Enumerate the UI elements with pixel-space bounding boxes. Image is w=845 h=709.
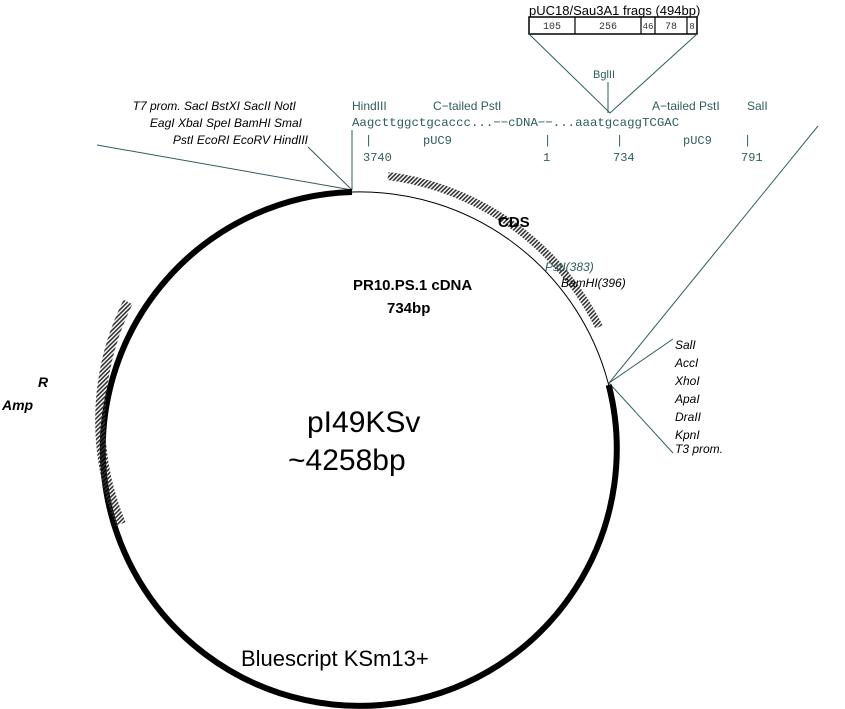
insert-arc bbox=[351, 191, 610, 386]
position-1: 1 bbox=[543, 151, 550, 165]
mcs-right-sali: SalI bbox=[675, 338, 696, 352]
sali-junction-label: SalI bbox=[747, 99, 768, 113]
hindiii-label: HindIII bbox=[352, 99, 387, 113]
mcs-left-line-3: PstI EcoRI EcoRV HindIII bbox=[173, 133, 309, 147]
mcs-right-draii: DraII bbox=[675, 410, 702, 424]
mcs-right-t3-prom: T3 prom. bbox=[675, 442, 723, 456]
plasmid-name: pI49KSv bbox=[307, 406, 420, 439]
insert-name-label: PR10.PS.1 cDNA bbox=[353, 277, 472, 294]
amp-arc bbox=[95, 299, 133, 526]
insert-segment-46: 46 bbox=[643, 22, 654, 32]
c-tailed-psti-label: C−tailed PstI bbox=[433, 99, 501, 113]
mcs-right-leader-2 bbox=[608, 338, 674, 384]
backbone-arc bbox=[99, 189, 620, 709]
backbone-label: Bluescript KSm13+ bbox=[241, 646, 429, 671]
mcs-right-leader-1 bbox=[608, 125, 819, 384]
junction-sequence-text: Aagcttggctgcaccc...−−cDNA−−...aaatgcaggT… bbox=[352, 116, 679, 130]
insert-box-title: pUC18/Sau3A1 frags (494bp) bbox=[529, 3, 700, 18]
mcs-right-xhoi: XhoI bbox=[674, 374, 700, 388]
mcs-right-leader-3 bbox=[608, 382, 674, 454]
mcs-left-line-1: T7 prom. SacI BstXI SacII NotI bbox=[133, 99, 297, 113]
bglii-label: BglII bbox=[593, 69, 615, 81]
insert-expansion-lines bbox=[528, 33, 698, 114]
mcs-left-leader-2 bbox=[307, 146, 353, 191]
position-734: 734 bbox=[613, 151, 635, 165]
plasmid-size: ~4258bp bbox=[288, 444, 406, 477]
amp-label: Amp bbox=[1, 397, 34, 413]
insert-segment-78: 78 bbox=[665, 22, 677, 33]
tick-734: | bbox=[616, 134, 623, 148]
insert-segment-8: 8 bbox=[689, 22, 694, 32]
mcs-left-leader-1 bbox=[96, 144, 353, 191]
insert-segment-105: 105 bbox=[543, 22, 561, 33]
cds-label: CDS bbox=[498, 214, 530, 231]
mcs-right-acci: AccI bbox=[674, 356, 699, 370]
position-791: 791 bbox=[741, 151, 763, 165]
insert-size-label: 734bp bbox=[387, 300, 430, 317]
a-tailed-psti-label: A−tailed PstI bbox=[652, 99, 720, 113]
amp-superscript: R bbox=[38, 374, 49, 390]
psti-383-label: PstI(383) bbox=[545, 260, 594, 274]
tick-791: | bbox=[744, 134, 751, 148]
cds-arc bbox=[387, 172, 603, 329]
mcs-right-apai: ApaI bbox=[674, 392, 700, 406]
position-3740: 3740 bbox=[363, 151, 392, 165]
insert-segment-256: 256 bbox=[599, 22, 617, 33]
junction-sequence: HindIII C−tailed PstI A−tailed PstI SalI… bbox=[352, 99, 768, 165]
mcs-right-labels: SalI AccI XhoI ApaI DraII KpnI T3 prom. bbox=[674, 338, 723, 456]
tick-3740: | bbox=[365, 134, 372, 148]
mcs-right-kpni: KpnI bbox=[675, 428, 700, 442]
puc9-left-label: pUC9 bbox=[423, 134, 452, 148]
mcs-left-line-2: EagI XbaI SpeI BamHI SmaI bbox=[150, 116, 303, 130]
insert-box: 105 256 46 78 8 bbox=[528, 16, 698, 35]
puc9-right-label: pUC9 bbox=[683, 134, 712, 148]
bamhi-396-label: BamHI(396) bbox=[561, 276, 626, 290]
mcs-left-labels: T7 prom. SacI BstXI SacII NotI EagI XbaI… bbox=[133, 99, 309, 147]
tick-1: | bbox=[544, 134, 551, 148]
